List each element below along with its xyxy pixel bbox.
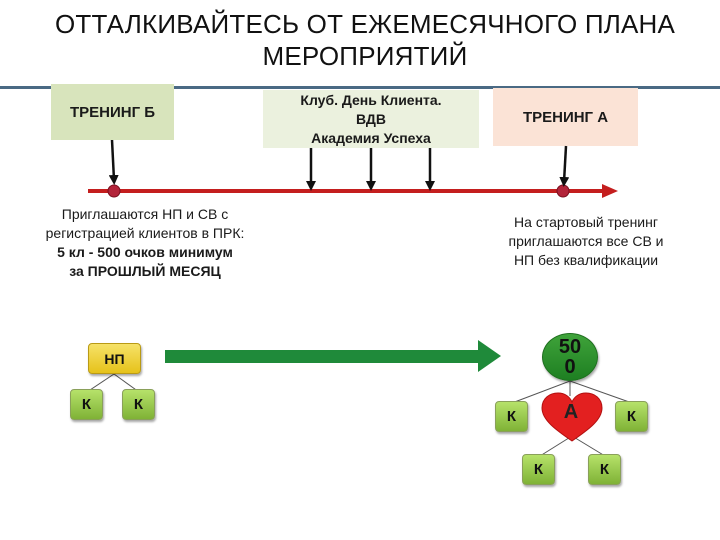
right-note-line-1: На стартовый тренинг — [514, 214, 658, 230]
heart-label: А — [563, 401, 579, 423]
left-note-line-2: регистрацией клиентов в ПРК: — [45, 225, 245, 241]
right-note-line-3: НП без квалификации — [513, 252, 659, 268]
client-node-left-2: К — [122, 389, 155, 420]
training-b-invite-note: Приглашаются НП и СВ с регистрацией клие… — [14, 205, 276, 281]
title-line-2: МЕРОПРИЯТИЙ — [262, 41, 468, 71]
right-tree-connector-1 — [511, 380, 571, 404]
np-node: НП — [88, 343, 141, 374]
timeline-marker-training-a — [556, 184, 570, 198]
pointer-arrow-training-b — [108, 139, 119, 185]
right-tree-connector-4 — [539, 435, 573, 457]
timeline-marker-training-b — [107, 184, 121, 198]
right-note-line-2: приглашаются все СВ и — [508, 233, 664, 249]
client-node-right-4: К — [588, 454, 621, 485]
points-500-line-2: 0 — [564, 356, 576, 378]
club-line-2: ВДВ — [355, 110, 386, 127]
client-node-right-1: К — [495, 401, 528, 432]
left-note-line-3: 5 кл - 500 очков минимум — [57, 244, 233, 260]
title-line-1: ОТТАЛКИВАЙТЕСЬ ОТ ЕЖЕМЕСЯЧНОГО ПЛАНА — [54, 9, 676, 39]
big-arrow-shaft — [165, 350, 480, 363]
timeline-arrowhead — [602, 184, 618, 198]
right-tree-connector-2 — [569, 380, 633, 404]
training-a-invite-note: На стартовый тренинг приглашаются все СВ… — [478, 213, 694, 270]
training-b-label: ТРЕНИНГ Б — [69, 103, 156, 121]
training-b-box: ТРЕНИНГ Б — [51, 84, 174, 140]
points-500-node: 50 0 — [542, 333, 598, 381]
pointer-arrow-training-a — [559, 145, 570, 187]
points-500-line-1: 50 — [558, 336, 582, 358]
right-tree-connector-5 — [571, 435, 606, 457]
training-a-label: ТРЕНИНГ А — [522, 108, 609, 126]
page-title: ОТТАЛКИВАЙТЕСЬ ОТ ЕЖЕМЕСЯЧНОГО ПЛАНА МЕР… — [20, 8, 710, 72]
left-note-line-1: Приглашаются НП и СВ с — [61, 206, 229, 222]
client-node-left-1: К — [70, 389, 103, 420]
club-line-3: Академия Успеха — [311, 129, 431, 146]
training-a-box: ТРЕНИНГ А — [493, 88, 638, 146]
club-line-1: Клуб. День Клиента. — [300, 91, 442, 108]
title-divider — [0, 86, 720, 89]
club-event-box: Клуб. День Клиента. ВДВ Академия Успеха — [263, 90, 479, 148]
big-arrow-head — [478, 340, 501, 372]
left-note-line-4: за ПРОШЛЫЙ МЕСЯЦ — [69, 263, 221, 279]
heart-shape — [541, 392, 603, 442]
client-node-right-3: К — [522, 454, 555, 485]
client-node-right-2: К — [615, 401, 648, 432]
